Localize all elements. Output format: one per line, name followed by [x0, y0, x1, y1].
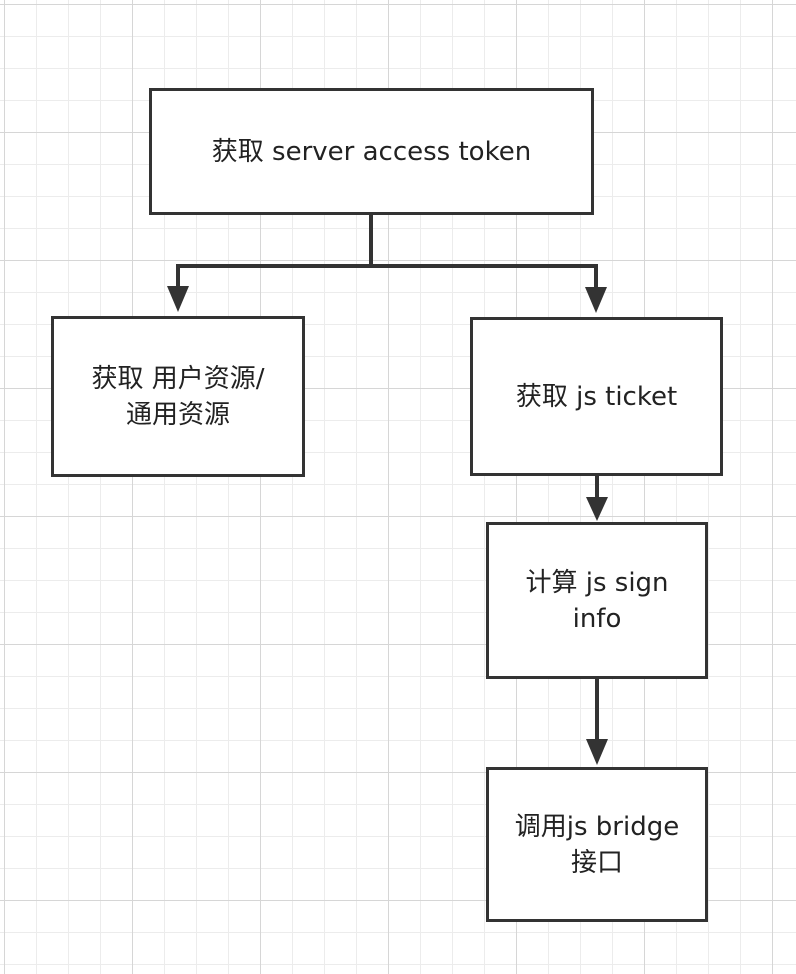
node-call-js-bridge-api[interactable]: 调用js bridge 接口: [486, 767, 708, 922]
node-get-user-resource[interactable]: 获取 用户资源/ 通用资源: [51, 316, 305, 477]
arrowhead: [167, 286, 189, 312]
arrowhead: [585, 287, 607, 313]
edge-js-sign-to-js-bridge: [586, 679, 608, 765]
node-label: 获取 用户资源/ 通用资源: [91, 363, 265, 430]
arrowhead: [586, 497, 608, 521]
node-compute-js-sign-info[interactable]: 计算 js sign info: [486, 522, 708, 679]
arrowhead: [586, 739, 608, 765]
connector-line: [371, 264, 598, 289]
node-get-server-access-token[interactable]: 获取 server access token: [149, 88, 594, 215]
node-label: 调用js bridge 接口: [514, 811, 680, 878]
connector-line: [176, 215, 373, 288]
node-get-js-ticket[interactable]: 获取 js ticket: [470, 317, 723, 476]
edge-server-to-js-ticket: [371, 264, 607, 313]
node-label: 获取 server access token: [211, 136, 532, 167]
edge-server-to-user-resource: [167, 215, 373, 312]
edge-js-ticket-to-js-sign: [586, 476, 608, 521]
node-label: 计算 js sign info: [525, 567, 669, 634]
node-label: 获取 js ticket: [515, 381, 678, 412]
